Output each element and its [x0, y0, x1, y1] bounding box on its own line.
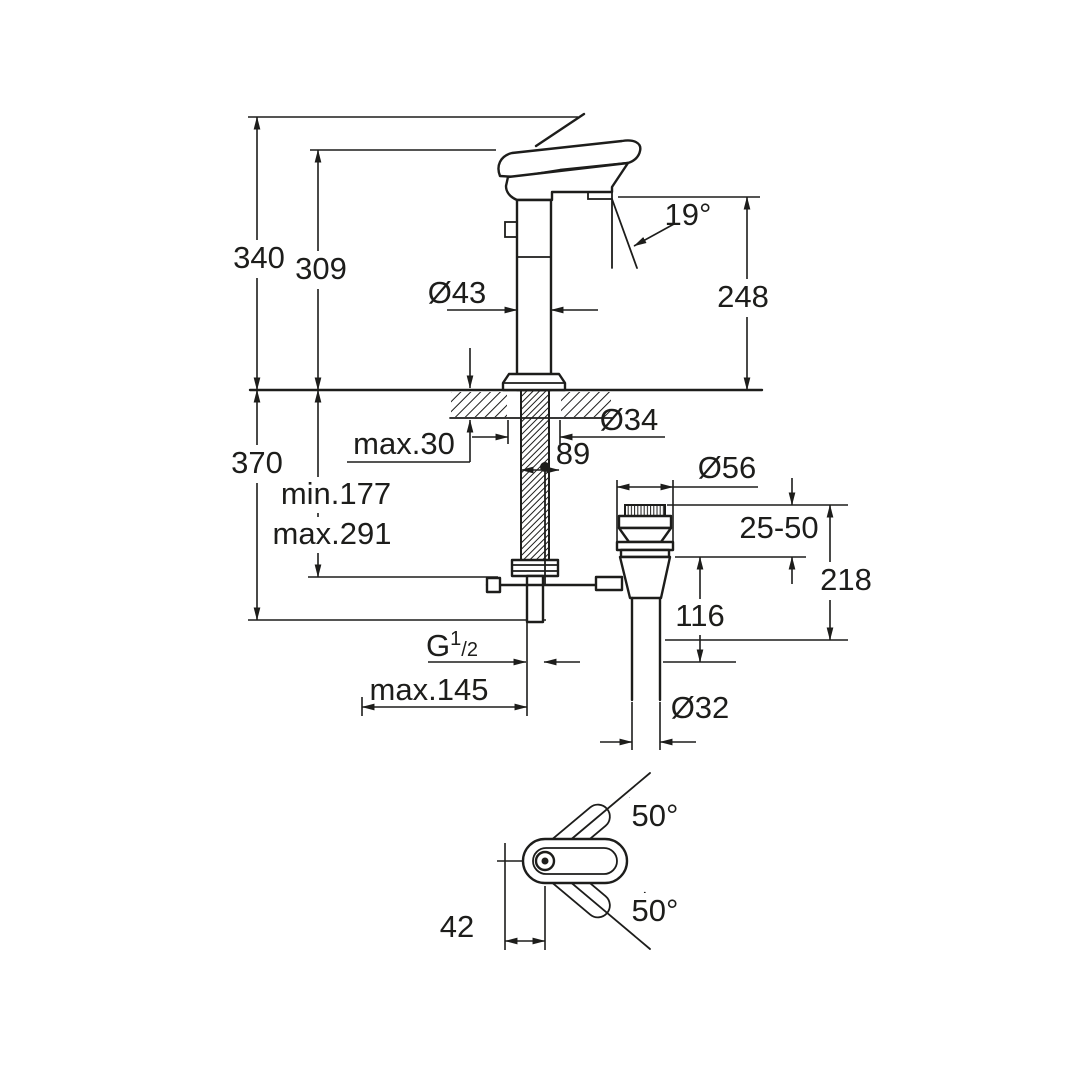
spout-column: [515, 198, 553, 392]
supply-tube: [525, 574, 545, 624]
rod-end-joint: [485, 576, 502, 594]
handle-inner-outline: [532, 847, 618, 875]
dim-max-145-label: max.145: [370, 672, 489, 707]
pop-up-waste: [594, 504, 675, 702]
faucet-side-view: [497, 112, 642, 392]
waste-plug-cap: [624, 504, 666, 517]
handle-outline: [521, 837, 629, 885]
base-plate: [501, 372, 567, 392]
dim-370-label: 370: [231, 445, 283, 480]
mounting-nut: [510, 558, 560, 578]
thread-g-half-label: G1/2: [426, 628, 478, 663]
aerator: [587, 191, 613, 200]
installation-parts: [485, 389, 600, 624]
angle-50-bottom-label: 50°: [632, 893, 679, 928]
raised-handle-line: [534, 112, 586, 148]
dim-max-30-label: max.30: [353, 426, 455, 461]
dim-max-291-label: max.291: [273, 516, 392, 551]
handle-lever: [497, 139, 642, 179]
dim-340-label: 340: [233, 240, 285, 275]
waste-body: [618, 555, 672, 600]
dim-diameter-43-label: Ø43: [428, 275, 487, 310]
dim-diameter-56-label: Ø56: [698, 450, 757, 485]
dimension-lines: [248, 116, 848, 950]
dim-diameter-32-label: Ø32: [671, 690, 730, 725]
dim-25-50-label: 25-50: [739, 510, 818, 545]
angle-50-top-label: 50°: [632, 798, 679, 833]
dim-diameter-34-label: Ø34: [600, 402, 659, 437]
dim-42-label: 42: [440, 909, 474, 944]
dim-116-label: 116: [675, 598, 724, 633]
dim-218-label: 218: [820, 562, 872, 597]
waste-lever-arm: [594, 575, 624, 592]
angle-19-label: 19°: [665, 197, 712, 232]
dim-309-label: 309: [295, 251, 347, 286]
mixer-head: [504, 161, 630, 202]
body-clip: [504, 221, 518, 238]
dim-248-label: 248: [717, 279, 769, 314]
dim-89-label: 89: [556, 436, 590, 471]
handle-top-view: [521, 803, 629, 919]
rod-joint-dot: [540, 462, 550, 472]
dimension-labels: 340 309 Ø43 19° 248 Ø34 max.30 89 Ø56 37…: [226, 197, 877, 944]
dim-min-177-label: min.177: [281, 476, 391, 511]
